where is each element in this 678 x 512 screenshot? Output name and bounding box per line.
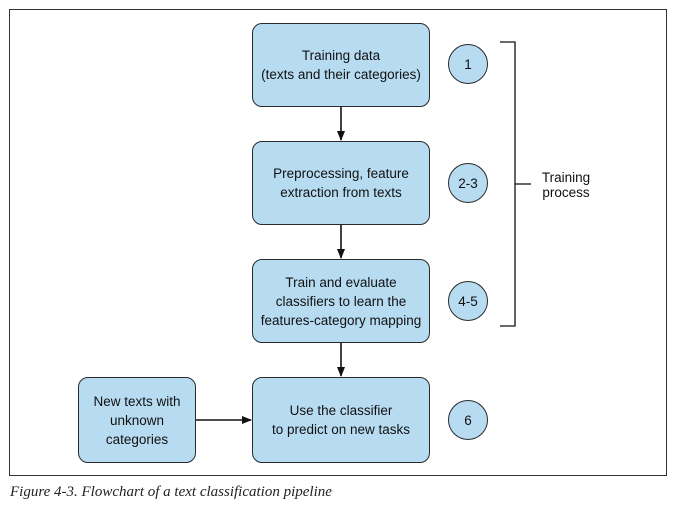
use-classifier-box: Use the classifier to predict on new tas… <box>252 377 430 463</box>
new-texts-box: New texts with unknown categories <box>78 377 196 463</box>
step-6-badge: 6 <box>448 400 488 440</box>
train-evaluate-box: Train and evaluate classifiers to learn … <box>252 259 430 343</box>
training-process-bracket <box>500 41 531 327</box>
preprocessing-box: Preprocessing, feature extraction from t… <box>252 141 430 225</box>
step-1-badge: 1 <box>448 44 488 84</box>
training-process-label: Training process <box>541 170 591 200</box>
step-4-5-badge: 4-5 <box>448 281 488 321</box>
figure-frame <box>9 9 667 476</box>
training-data-box: Training data (texts and their categorie… <box>252 23 430 107</box>
figure-caption: Figure 4-3. Flowchart of a text classifi… <box>10 484 332 500</box>
step-2-3-badge: 2-3 <box>448 163 488 203</box>
